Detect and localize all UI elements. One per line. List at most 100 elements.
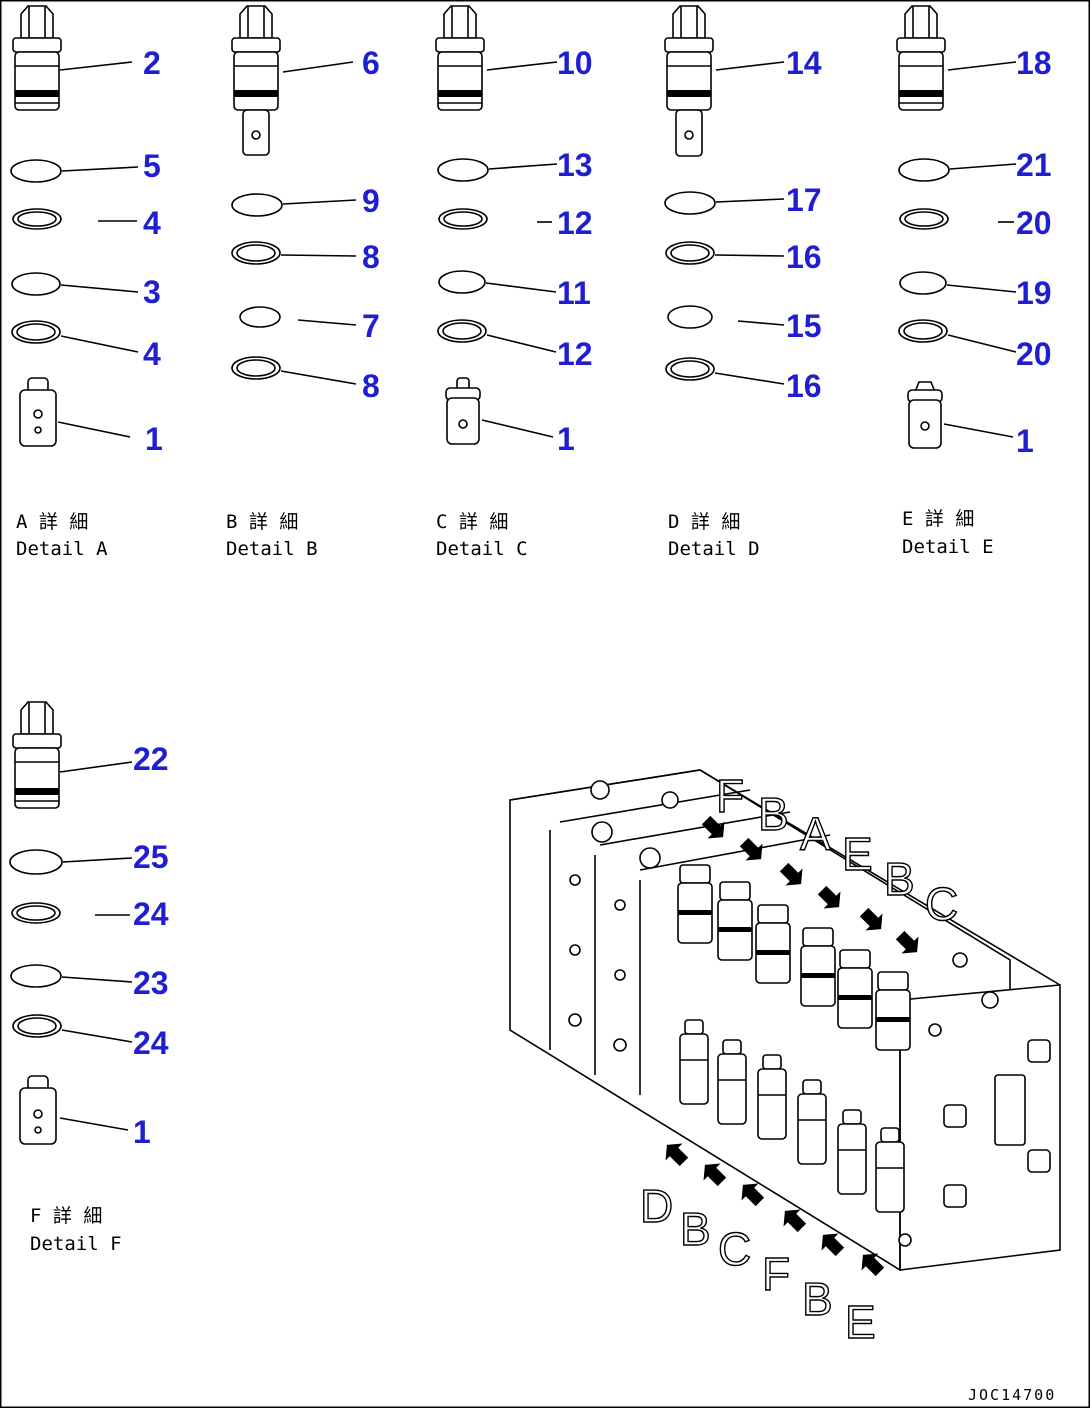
leader-line [486, 334, 557, 353]
callout-number: 8 [362, 368, 380, 404]
leader-line [61, 166, 139, 172]
detail-d: 14 17 16 15 16 D 詳 細 Detail D [664, 5, 822, 560]
detail-caption-en: Detail C [436, 538, 528, 560]
arrow-label: F [716, 770, 744, 822]
leader-line [59, 61, 133, 71]
callout-number: 20 [1016, 336, 1052, 372]
detail-caption-jp: B 詳 細 [226, 511, 298, 533]
plug-part-14 [664, 5, 714, 157]
port-holes [568, 780, 999, 1247]
o-ring-part-23 [10, 964, 62, 988]
detail-a: 2 5 4 3 4 1 A 詳 細 Detail A [10, 5, 163, 560]
detail-caption-jp: F 詳 細 [30, 1205, 102, 1227]
callout-number: 4 [143, 205, 161, 241]
o-ring-part-13 [437, 158, 489, 182]
top-arrows [701, 815, 919, 954]
backup-ring-part-12 [437, 319, 487, 343]
callout-number: 1 [1016, 423, 1034, 459]
detail-c: 10 13 12 11 12 1 C 詳 細 Detail C [435, 5, 593, 560]
leader-line [61, 976, 133, 983]
arrow-label: C [925, 878, 958, 930]
valve-end-cover [899, 984, 1061, 1271]
leader-line [715, 198, 785, 203]
backup-ring-part-8 [231, 241, 281, 265]
detail-caption-jp: A 詳 細 [16, 511, 88, 533]
plug-part-10 [435, 5, 485, 111]
detail-caption-en: Detail D [668, 538, 760, 560]
callout-number: 6 [362, 45, 380, 81]
detail-caption-jp: E 詳 細 [902, 508, 974, 530]
o-ring-part-7 [239, 306, 281, 328]
callout-number: 16 [786, 239, 822, 275]
arrow-label: B [802, 1273, 833, 1325]
backup-ring-part-4 [12, 208, 62, 230]
detail-e: 18 21 20 19 20 1 E 詳 細 Detail E [896, 5, 1052, 558]
backup-ring-part-24 [11, 902, 61, 924]
callout-number: 8 [362, 239, 380, 275]
callout-number: 19 [1016, 275, 1052, 311]
leader-line [947, 334, 1017, 353]
spool-part-1 [19, 377, 57, 447]
cover-bolts [943, 1039, 1051, 1208]
plug-part-18 [896, 5, 946, 111]
arrow-label: F [762, 1248, 790, 1300]
leader-line [59, 1117, 129, 1131]
spool-part-1 [19, 1075, 57, 1145]
callout-number: 12 [557, 205, 593, 241]
leader-line [943, 423, 1014, 438]
leader-line [282, 199, 357, 205]
backup-ring-part-12 [438, 208, 488, 230]
leader-line [282, 61, 354, 73]
leader-line [486, 61, 558, 71]
backup-ring-part-16 [665, 357, 715, 381]
spool-part-1 [907, 381, 943, 449]
callout-number: 9 [362, 183, 380, 219]
leader-line [57, 421, 131, 438]
callout-number: 20 [1016, 205, 1052, 241]
callout-number: 24 [133, 896, 169, 932]
callout-number: 14 [786, 45, 822, 81]
callout-number: 7 [362, 308, 380, 344]
callout-number: 4 [143, 336, 161, 372]
o-ring-part-5 [10, 159, 62, 183]
leader-line [715, 61, 785, 71]
plug-part-22 [12, 701, 62, 809]
callout-number: 1 [557, 421, 575, 457]
arrow-label: B [884, 853, 915, 905]
leader-line [737, 320, 785, 326]
callout-number: 5 [143, 148, 161, 184]
detail-caption-jp: D 詳 細 [668, 511, 740, 533]
spool-part-1 [445, 377, 481, 445]
callout-number: 25 [133, 839, 169, 875]
arrow-label: C [718, 1223, 751, 1275]
callout-number: 24 [133, 1025, 169, 1061]
leader-line [280, 370, 357, 385]
leader-line [280, 254, 357, 257]
callout-number: 11 [557, 275, 591, 311]
o-ring-part-15 [667, 305, 713, 329]
detail-caption-en: Detail F [30, 1233, 122, 1255]
leader-line [59, 761, 133, 773]
arrow-label: E [845, 1296, 876, 1348]
callout-number: 13 [557, 147, 593, 183]
detail-caption-en: Detail B [226, 538, 318, 560]
o-ring-part-25 [9, 849, 63, 875]
callout-number: 18 [1016, 45, 1052, 81]
callout-number: 2 [143, 45, 161, 81]
leader-line [61, 1029, 133, 1043]
backup-ring-part-8 [231, 356, 281, 380]
top-arrow-labels: F B A E B C [715, 769, 959, 930]
control-valve-assembly: F B A E B C D B C F B E [509, 769, 1061, 1349]
leader-line [60, 284, 139, 293]
leader-line [946, 284, 1017, 293]
callout-number: 17 [786, 182, 822, 218]
o-ring-part-9 [231, 193, 283, 217]
leader-line [60, 335, 139, 353]
plug-part-6 [231, 5, 281, 156]
leader-line [714, 372, 785, 385]
leader-line [947, 61, 1017, 71]
detail-caption-jp: C 詳 細 [436, 511, 508, 533]
backup-ring-part-20 [899, 208, 949, 230]
arrow-label: B [680, 1203, 711, 1255]
